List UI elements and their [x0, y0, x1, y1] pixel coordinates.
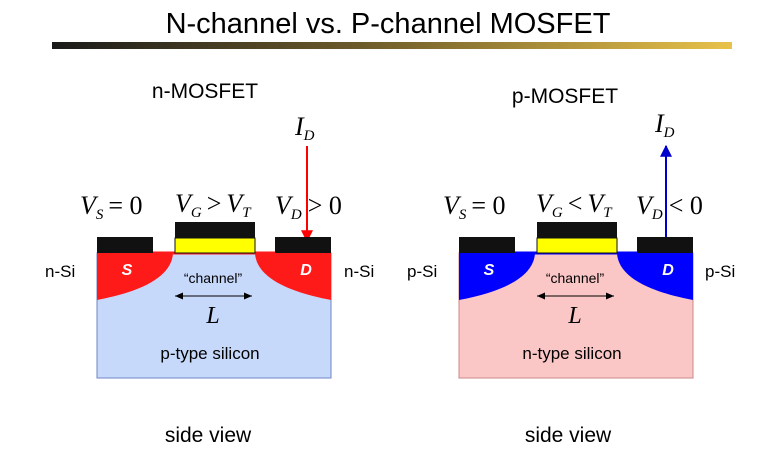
nmos-drain-label: D	[300, 262, 312, 279]
pmos-gate-metal	[537, 222, 617, 238]
pmos-source-region	[459, 253, 535, 300]
nmos-gate-metal	[175, 222, 255, 238]
pmos-title: p-MOSFET	[512, 85, 618, 108]
pmos-drain-label: D	[662, 262, 674, 279]
title-underline-bar	[52, 42, 732, 49]
slide-title: N-channel vs. P-channel MOSFET	[166, 8, 611, 40]
pmos-drain-region	[617, 253, 693, 300]
nmos-drain-contact	[275, 237, 331, 253]
nmos-id-label: ID	[294, 112, 315, 144]
pmos-vg-label: VG<VT	[536, 189, 613, 221]
nmos-source-contact	[97, 237, 153, 253]
nmos-length-arrow-right-head	[244, 292, 252, 300]
nmos-substrate-label: p-type silicon	[160, 344, 259, 363]
nmos-view-label: side view	[165, 424, 252, 447]
pmos-channel-label: “channel”	[546, 270, 605, 286]
nmos-vs-label: VS= 0	[80, 191, 143, 223]
nmos-drain-region	[255, 253, 331, 300]
pmos-length-arrow-right-head	[606, 292, 614, 300]
nmos-left-side-label: n-Si	[45, 262, 75, 281]
pmos-source-label: S	[484, 262, 495, 279]
pmos-left-side-label: p-Si	[407, 262, 437, 281]
pmos-gate-oxide	[536, 237, 618, 254]
nmos-length-label: L	[205, 303, 219, 329]
pmos-vs-label: VS= 0	[443, 191, 506, 223]
pmos-id-label: ID	[654, 109, 675, 141]
nmos-vd-label: VD> 0	[275, 191, 342, 223]
nmos-length-arrow-left-head	[175, 292, 183, 300]
pmos-length-label: L	[567, 303, 581, 329]
nmos-panel: n-MOSFET VS= 0 VG>VT VD> 0 ID S D n-Si n…	[45, 80, 374, 447]
nmos-vg-label: VG>VT	[175, 189, 252, 221]
pmos-source-contact	[459, 237, 515, 253]
nmos-source-label: S	[122, 262, 133, 279]
nmos-title: n-MOSFET	[152, 80, 258, 103]
pmos-vd-label: VD< 0	[636, 191, 703, 223]
nmos-right-side-label: n-Si	[344, 262, 374, 281]
pmos-view-label: side view	[525, 424, 612, 447]
pmos-right-side-label: p-Si	[705, 262, 735, 281]
pmos-drain-contact	[637, 237, 693, 253]
pmos-substrate-label: n-type silicon	[522, 344, 621, 363]
nmos-source-region	[97, 253, 173, 300]
nmos-channel-label: “channel”	[184, 270, 243, 286]
pmos-panel: p-MOSFET VS= 0 VG<VT VD< 0 ID S D p-Si p…	[407, 85, 735, 447]
pmos-length-arrow-left-head	[537, 292, 545, 300]
nmos-gate-oxide	[174, 237, 256, 254]
